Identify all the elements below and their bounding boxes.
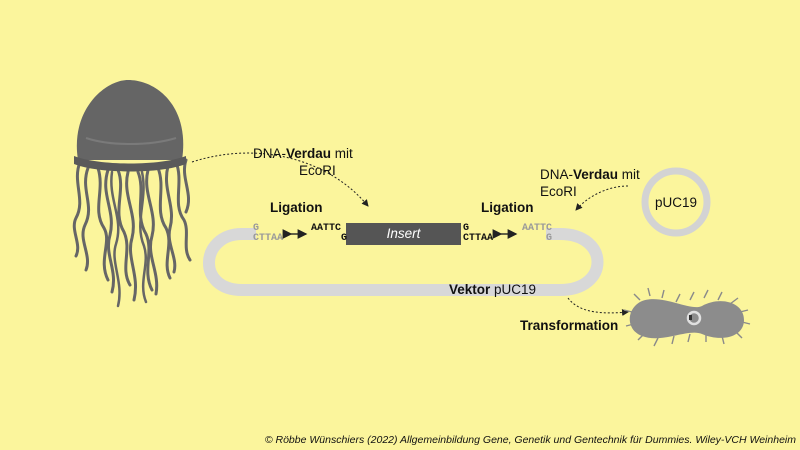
bacterium-icon: [623, 287, 751, 347]
left-digest-suffix: mit: [331, 146, 353, 161]
right-digest-prefix: DNA-: [540, 167, 573, 182]
jellyfish-icon: [72, 158, 192, 308]
insert-right-top-seq: G: [463, 223, 470, 234]
insert-fragment: [346, 223, 461, 245]
plasmid-label: pUC19: [654, 195, 698, 210]
left-digest-label: DNA-Verdau mit EcoRI: [253, 145, 353, 179]
insert-label: Insert: [386, 226, 421, 241]
jellyfish-bell: [74, 80, 186, 172]
vector-label: Vektor pUC19: [449, 282, 536, 297]
arrow-plasmid-to-vector: [575, 185, 629, 211]
insert-right-bottom-seq: CTTAA: [463, 233, 494, 244]
vector-left-bottom-seq: CTTAA: [253, 233, 284, 244]
right-digest-suffix: mit: [618, 167, 640, 182]
ligation-right-label: Ligation: [481, 200, 534, 215]
plasmid-icon: [641, 167, 711, 237]
left-digest-enzyme: EcoRI: [299, 163, 336, 178]
arrow-vector-to-bacterium: [567, 297, 629, 317]
vector-right-top-seq: AATTC: [522, 223, 553, 234]
vector-label-bold: Vektor: [449, 282, 491, 297]
vector-right-bottom-seq: G: [546, 233, 553, 244]
left-digest-prefix: DNA-: [253, 146, 286, 161]
transformation-label: Transformation: [520, 318, 619, 333]
vector-backbone: [203, 228, 604, 296]
ligation-left-label: Ligation: [270, 200, 323, 215]
left-digest-bold: Verdau: [286, 146, 332, 161]
vector-label-rest: pUC19: [490, 282, 537, 297]
right-digest-enzyme: EcoRI: [540, 184, 577, 199]
insert-left-top-seq: AATTC: [311, 223, 342, 234]
copyright-notice: © Röbbe Wünschiers (2022) Allgemeinbildu…: [264, 434, 796, 446]
vector-left-top-seq: G: [253, 223, 260, 234]
right-digest-label: DNA-Verdau mit EcoRI: [540, 166, 640, 200]
insert-left-bottom-seq: G: [341, 233, 348, 244]
arrow-jellyfish-to-insert: [191, 152, 369, 207]
right-digest-bold: Verdau: [573, 167, 619, 182]
